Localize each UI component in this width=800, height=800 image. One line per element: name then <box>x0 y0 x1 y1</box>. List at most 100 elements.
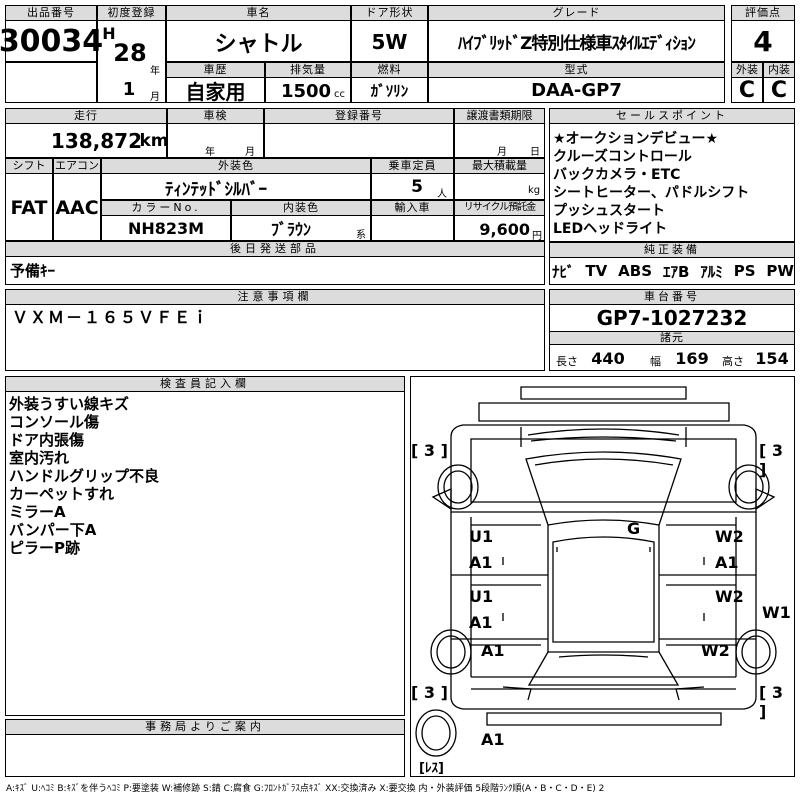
interior-grade: C <box>770 78 788 103</box>
inspector-item: 外装うすい線キズ <box>9 395 130 413</box>
equipment-list: ﾅﾋﾞ TV ABS ｴｱB ｱﾙﾐ PS PW <box>552 258 794 284</box>
equipment-item: ABS <box>618 262 653 280</box>
capacity-label: 乗車定員 <box>371 158 454 174</box>
door-label: ドア形状 <box>351 5 428 21</box>
color-no: NH823M <box>127 218 205 238</box>
tire-tread-rear-left: [ 3 ] <box>411 683 448 702</box>
inspection-label: 車検 <box>167 108 264 124</box>
recycle-deposit: 9,600 <box>479 219 530 239</box>
legend-text: A:ｷｽﾞ U:ﾍｺﾐ B:ｷｽﾞを伴うﾍｺﾐ P:要塗装 W:補修跡 S:錆 … <box>6 784 605 794</box>
car-name: シャトル <box>214 31 303 57</box>
tire-tread-rear-right: [ 3 ] <box>759 683 784 721</box>
inspector-item: ミラーA <box>9 503 66 521</box>
int-color-label: 内装色 <box>231 200 371 216</box>
displacement-unit: cc <box>334 89 345 100</box>
score-label: 評価点 <box>731 5 795 21</box>
length-label: 長さ <box>556 355 578 368</box>
sales-point-item: ★オークションデビュー★ <box>553 131 719 147</box>
inspector-item: 室内汚れ <box>9 449 70 467</box>
sales-point-item: プッシュスタート <box>553 203 665 219</box>
recycle-unit: 円 <box>532 231 542 242</box>
chassis-label: 車台番号 <box>549 289 795 305</box>
damage-mark: W2 <box>701 641 730 660</box>
width-label: 幅 <box>650 355 661 368</box>
displacement-label: 排気量 <box>265 62 351 78</box>
equipment-item: PW <box>766 262 794 280</box>
tire-tread-front-right: [ 3 ] <box>759 441 784 479</box>
mileage: 138,872 <box>50 129 142 153</box>
transfer-month-unit: 月 <box>497 147 507 158</box>
inspector-label: 検査員記入欄 <box>5 376 405 392</box>
color-no-label: カラーNo. <box>101 200 231 216</box>
later-parts-label: 後日発送部品 <box>5 241 545 257</box>
inspector-item: カーペットすれ <box>9 485 115 503</box>
shift: FAT <box>10 197 48 219</box>
width: 169 <box>675 348 709 368</box>
inspector-list: 外装うすい線キズ コンソール傷 ドア内張傷 室内汚れ ハンドルグリップ不良 カー… <box>9 395 159 557</box>
mileage-label: 走行 <box>5 108 167 124</box>
reg-no-label: 登録番号 <box>264 108 454 124</box>
ac-label: エアコン <box>53 158 101 174</box>
sales-points-label: セールスポイント <box>549 108 795 124</box>
interior-label: 内装 <box>763 62 795 78</box>
tire-tread-front-left: [ 3 ] <box>411 441 448 460</box>
import-label: 輸入車 <box>371 200 454 216</box>
equipment-item: PS <box>733 262 756 280</box>
exterior-label: 外装 <box>731 62 763 78</box>
inspector-item: バンパー下A <box>9 521 97 539</box>
lot-number-blank <box>5 62 97 103</box>
year-unit: 年 <box>150 66 160 77</box>
era-letter: H <box>102 23 116 43</box>
equipment-item: TV <box>585 262 608 280</box>
inspector-item: ピラーP跡 <box>9 539 80 557</box>
displacement: 1500 <box>280 80 332 102</box>
office-label: 事務局よりご案内 <box>5 719 405 735</box>
score: 4 <box>753 25 773 58</box>
damage-diagram: [ 3 ] [ 3 ] [ 3 ] [ 3 ] [ﾚｽ] G U1 A1 U1 … <box>410 376 795 777</box>
ac: AAC <box>55 197 99 219</box>
first-reg-month: 1 <box>122 78 136 100</box>
inspector-item: コンソール傷 <box>9 413 100 431</box>
damage-mark: U1 <box>469 527 494 546</box>
damage-mark: A1 <box>715 553 739 572</box>
mileage-unit: km <box>139 131 169 151</box>
damage-mark: A1 <box>469 613 493 632</box>
damage-mark: A1 <box>481 730 505 749</box>
shift-label: シフト <box>5 158 53 174</box>
month-unit: 月 <box>150 92 160 103</box>
equipment-item: ｴｱB <box>662 262 690 281</box>
model: DAA-GP7 <box>531 80 622 101</box>
recycle-label: リサイクル預託金 <box>454 200 545 216</box>
ext-color-label: 外装色 <box>101 158 371 174</box>
transfer-label: 譲渡書類期限 <box>454 108 545 124</box>
chassis-number: GP7-1027232 <box>596 306 748 330</box>
damage-mark: G <box>627 519 641 538</box>
inspector-item: ドア内張傷 <box>9 431 85 449</box>
int-color-unit: 系 <box>356 230 366 241</box>
damage-mark: W1 <box>762 603 791 622</box>
max-load-label: 最大積載量 <box>454 158 545 174</box>
inspector-item: ハンドルグリップ不良 <box>9 467 160 485</box>
max-load-unit: kg <box>528 185 541 196</box>
damage-mark: W2 <box>715 527 744 546</box>
exterior-grade: C <box>738 78 756 103</box>
door-type: 5W <box>371 29 408 54</box>
height-label: 高さ <box>722 355 744 368</box>
damage-mark: W2 <box>715 587 744 606</box>
sales-point-item: LEDヘッドライト <box>553 221 668 237</box>
length: 440 <box>591 348 625 368</box>
lot-number-label: 出品番号 <box>5 5 97 21</box>
fuel-label: 燃料 <box>351 62 428 78</box>
lot-number: 30034 <box>0 24 104 59</box>
damage-mark: U1 <box>469 587 494 606</box>
inspection-month-unit: 月 <box>245 147 255 158</box>
sales-point-item: バックカメラ・ETC <box>553 167 681 183</box>
spare-tire-label: [ﾚｽ] <box>419 761 444 776</box>
equipment-item: ｱﾙﾐ <box>700 262 723 281</box>
damage-mark: A1 <box>469 553 493 572</box>
car-name-label: 車名 <box>166 5 351 21</box>
model-label: 型式 <box>428 62 725 78</box>
sales-point-item: シートヒーター、パドルシフト <box>553 185 750 201</box>
grade-label: グレード <box>428 5 725 21</box>
sales-point-item: クルーズコントロール <box>553 149 692 165</box>
